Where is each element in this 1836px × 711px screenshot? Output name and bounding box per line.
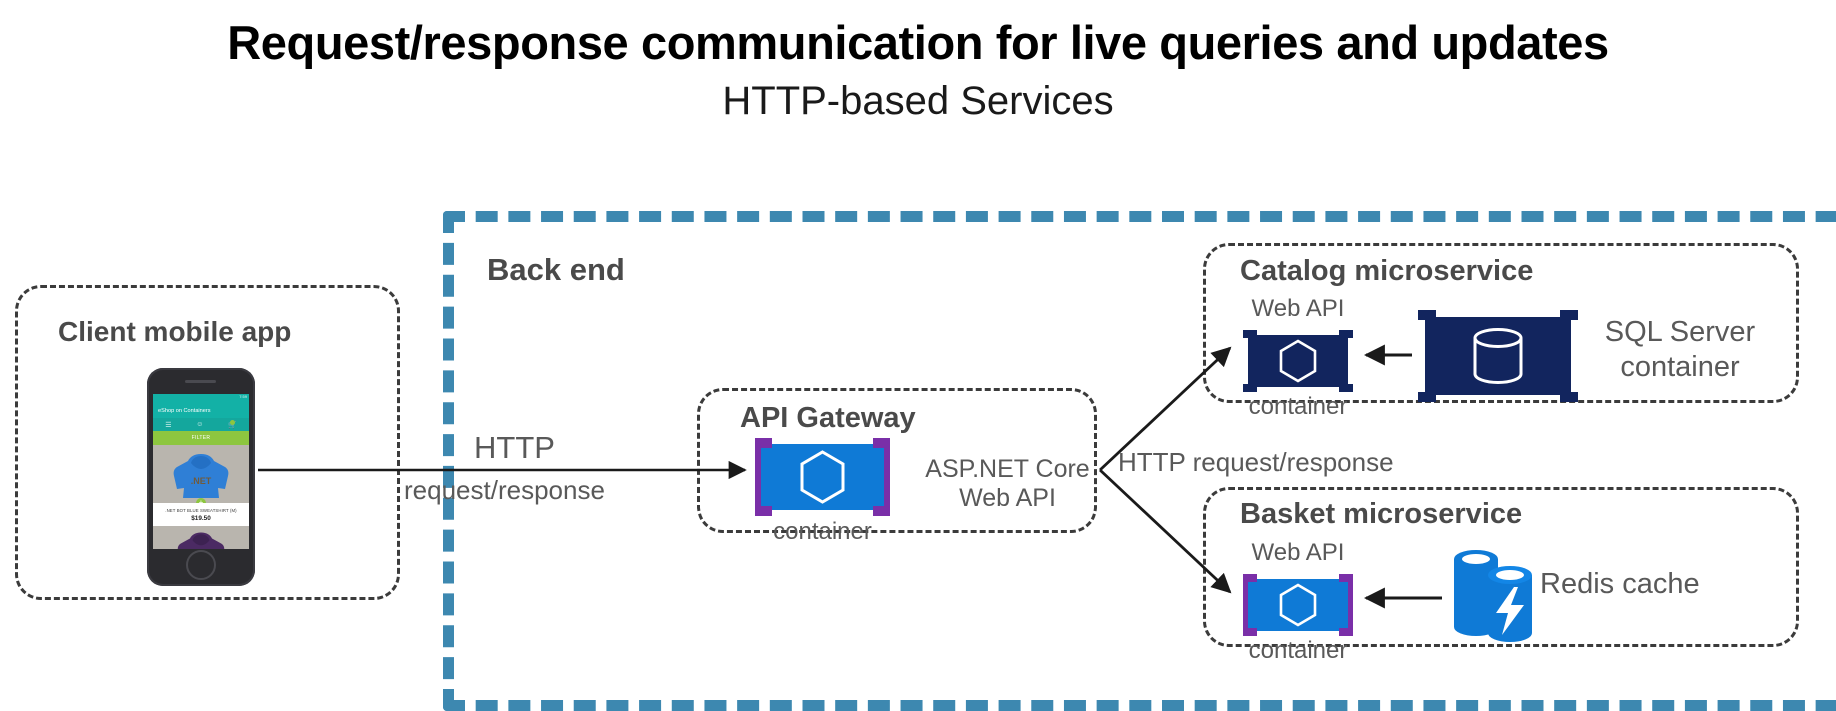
- sql-label-line-2: container: [1620, 350, 1740, 383]
- basket-webapi-container-icon: Web API container: [1243, 539, 1353, 664]
- api-gateway-title: API Gateway: [740, 402, 916, 434]
- container-caption: container: [1248, 393, 1348, 420]
- redis-cache-label: Redis cache: [1540, 568, 1700, 600]
- hoodie-purple-icon: [177, 532, 225, 549]
- sql-label-line-1: SQL Server: [1604, 316, 1756, 348]
- sql-server-container-icon: [1418, 310, 1578, 402]
- page-title: Request/response communication for live …: [227, 16, 1609, 69]
- phone-speaker: [186, 380, 216, 383]
- client-mobile-app-group: [15, 285, 400, 600]
- hoodie-blue-icon: .NET: [173, 454, 229, 498]
- cart-badge: [230, 419, 235, 425]
- client-mobile-app-title: Client mobile app: [58, 316, 292, 347]
- container-icon: [755, 438, 890, 516]
- catalog-microservice-group: [1203, 243, 1799, 403]
- catalog-webapi-container-icon: Web API container: [1243, 295, 1353, 420]
- diagram-canvas: Request/response communication for live …: [15, 16, 1836, 711]
- container-caption: container: [1248, 637, 1348, 664]
- sql-server-label: SQL Server container: [1565, 315, 1795, 385]
- container-caption: container: [773, 518, 872, 545]
- product-image-blue: .NET +: [153, 445, 249, 503]
- hamburger-icon[interactable]: ☰: [165, 421, 172, 429]
- catalog-microservice-title: Catalog microservice: [1240, 255, 1534, 287]
- basket-microservice-title: Basket microservice: [1240, 498, 1523, 530]
- phone-status-bar: 7:59: [153, 394, 249, 403]
- tech-line-1: ASP.NET Core: [925, 455, 1090, 483]
- page-subtitle: HTTP-based Services: [722, 79, 1114, 123]
- api-gateway-container-icon: container: [755, 438, 890, 545]
- app-bar-title: eShop on Containers: [153, 403, 249, 418]
- status-time: 7:59: [239, 394, 247, 399]
- person-icon[interactable]: ☺: [196, 421, 204, 428]
- api-gateway-tech-label: ASP.NET Core Web API: [920, 455, 1095, 513]
- filter-button[interactable]: FILTER: [153, 431, 249, 445]
- redis-cache-icon: [1448, 543, 1543, 643]
- product-price: $19.50: [153, 513, 249, 526]
- phone-home-button[interactable]: [186, 550, 216, 580]
- catalog-webapi-label: Web API: [1251, 295, 1345, 322]
- product-name: .NET BOT BLUE SWEATSHIRT (M): [153, 503, 249, 513]
- basket-webapi-label: Web API: [1251, 539, 1345, 566]
- api-gateway-group: [697, 388, 1097, 533]
- backend-label: Back end: [487, 252, 625, 287]
- product-image-purple: [153, 526, 249, 549]
- phone-device: 7:59 eShop on Containers ☰ ☺ 🛒 FILTER .N…: [147, 368, 255, 586]
- redis-cylinder-icon: [1454, 550, 1532, 642]
- edge-label-request-response: request/response: [404, 475, 605, 505]
- add-to-cart-button[interactable]: +: [196, 498, 206, 503]
- container-icon: [1243, 574, 1353, 636]
- edge-label-http-request-response: HTTP request/response: [1118, 447, 1394, 477]
- edge-label-http: HTTP: [474, 430, 555, 465]
- phone-screen: 7:59 eShop on Containers ☰ ☺ 🛒 FILTER .N…: [153, 394, 249, 549]
- container-icon: [1243, 330, 1353, 392]
- cart-icon[interactable]: 🛒: [227, 421, 237, 429]
- tech-line-2: Web API: [959, 484, 1056, 512]
- svg-text:.NET: .NET: [191, 476, 212, 486]
- database-cylinder-icon: [1418, 310, 1578, 402]
- app-tab-bar: ☰ ☺ 🛒: [153, 418, 249, 431]
